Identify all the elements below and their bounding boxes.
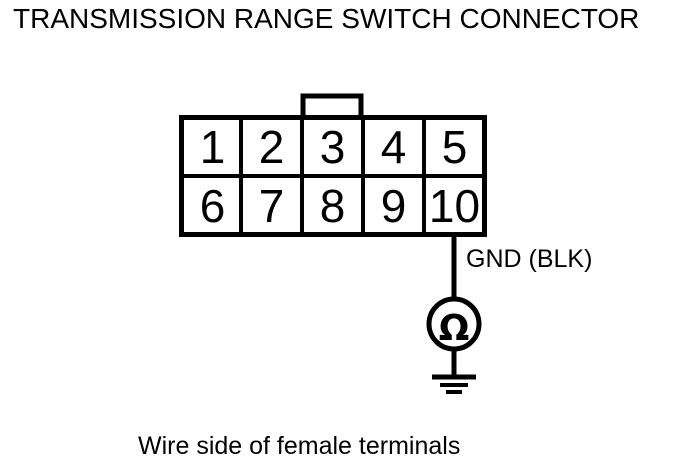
pin-cell-1[interactable]: 1 <box>184 118 241 175</box>
pin-number: 2 <box>258 120 285 173</box>
connector-tab <box>300 93 364 117</box>
ohmmeter-icon: Ω <box>426 296 482 352</box>
pin-number: 7 <box>258 179 285 232</box>
pin-number: 9 <box>380 179 407 232</box>
pin-cell-3[interactable]: 3 <box>304 118 361 175</box>
pin-cell-2[interactable]: 2 <box>243 118 300 175</box>
pin-cell-8[interactable]: 8 <box>304 178 361 233</box>
pin-number: 8 <box>319 179 346 232</box>
pin-cell-9[interactable]: 9 <box>365 178 422 233</box>
pin-cell-4[interactable]: 4 <box>365 118 422 175</box>
pin-number: 10 <box>428 179 481 232</box>
pin-number: 5 <box>441 120 468 173</box>
svg-text:Ω: Ω <box>439 308 470 349</box>
ground-wire-label: GND (BLK) <box>466 245 593 273</box>
pin-cell-10[interactable]: 10 <box>426 178 483 233</box>
pin-cell-7[interactable]: 7 <box>243 178 300 233</box>
pin-number: 1 <box>199 120 226 173</box>
diagram-caption: Wire side of female terminals <box>138 432 461 460</box>
pin-cell-6[interactable]: 6 <box>184 178 241 233</box>
pin-number: 3 <box>319 120 346 173</box>
pin-cell-5[interactable]: 5 <box>426 118 483 175</box>
pin-number: 4 <box>380 120 407 173</box>
earth-ground-icon <box>432 374 476 394</box>
pin-number: 6 <box>199 179 226 232</box>
page-title: TRANSMISSION RANGE SWITCH CONNECTOR <box>13 3 640 34</box>
